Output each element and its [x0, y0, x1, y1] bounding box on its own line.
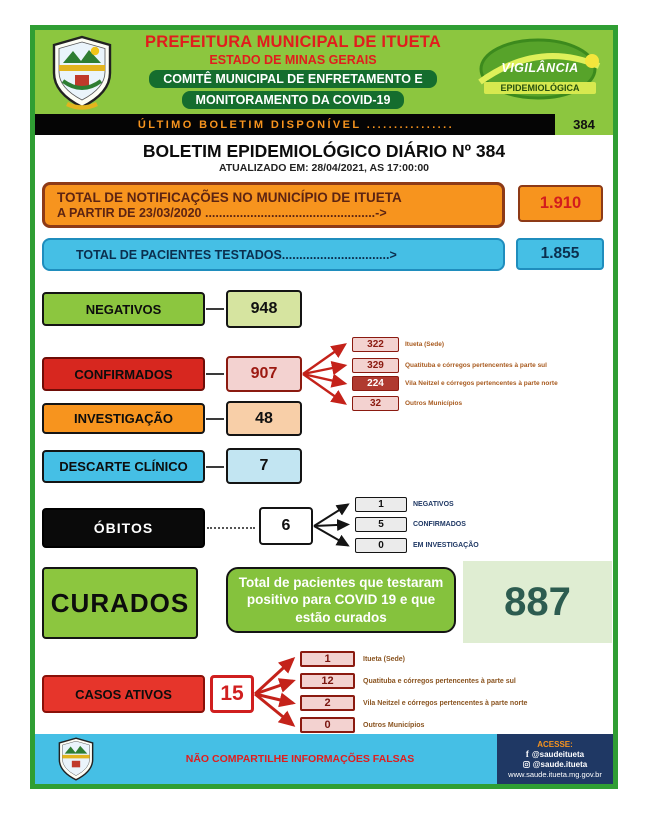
bulletin-frame: PREFEITURA MUNICIPAL DE ITUETA ESTADO DE… [30, 25, 618, 789]
last-bulletin-number: 384 [555, 114, 613, 135]
confirmados-fan-arrows [302, 343, 348, 405]
footer-warning: NÃO COMPARTILHE INFORMAÇÕES FALSAS [185, 753, 415, 765]
obitos-breakdown-value: 5 [355, 517, 407, 532]
facebook-handle: @saudeitueta [531, 749, 585, 759]
casos-ativos-breakdown-value: 2 [300, 695, 355, 711]
vigilancia-logo: VIGILÂNCIA EPIDEMIOLÓGICA [473, 32, 607, 112]
instagram-icon [522, 760, 530, 768]
casos-ativos-breakdown-label: Quatituba e córregos pertencentes à part… [363, 678, 516, 685]
facebook-icon: f [525, 748, 529, 759]
obitos-fan-arrows [313, 503, 350, 547]
confirmados-breakdown-label: Outros Municípios [405, 400, 463, 407]
casos-ativos-breakdown-value: 1 [300, 651, 355, 667]
header-center: PREFEITURA MUNICIPAL DE ITUETA ESTADO DE… [119, 33, 467, 109]
tested-bar: TOTAL DE PACIENTES TESTADOS.............… [42, 238, 505, 271]
investigacao-label-box: INVESTIGAÇÃO [42, 403, 205, 434]
footer: NÃO COMPARTILHE INFORMAÇÕES FALSAS ACESS… [35, 734, 613, 784]
bulletin-updated: ATUALIZADO EM: 28/04/2021, AS 17:00:00 [218, 162, 430, 174]
header: PREFEITURA MUNICIPAL DE ITUETA ESTADO DE… [35, 30, 613, 114]
confirmados-breakdown-label: Quatituba e córregos pertencentes à part… [405, 362, 547, 369]
descarte-clinico-connector [206, 466, 224, 468]
obitos-breakdown-label: CONFIRMADOS [413, 521, 466, 528]
confirmados-breakdown-value: 322 [352, 337, 399, 352]
casos-ativos-breakdown-label: Vila Neitzel e córregos pertencentes à p… [363, 700, 528, 707]
footer-coat-of-arms-icon [57, 737, 95, 781]
confirmados-value-box: 907 [226, 356, 302, 392]
instagram-row: @saude.itueta [522, 759, 588, 769]
vigilancia-title: VIGILÂNCIA [501, 61, 579, 75]
negativos-value-box: 948 [226, 290, 302, 328]
confirmados-label-box: CONFIRMADOS [42, 357, 205, 391]
header-title: PREFEITURA MUNICIPAL DE ITUETA [145, 33, 441, 51]
website-url: www.saude.itueta.mg.gov.br [508, 769, 602, 779]
casos-ativos-value-box: 15 [210, 675, 254, 713]
committee-banner-line1: COMITÊ MUNICIPAL DE ENFRETAMENTO E [149, 70, 437, 88]
access-label: ACESSE: [537, 739, 573, 749]
confirmados-breakdown-value: 32 [352, 396, 399, 411]
confirmados-breakdown-value: 224 [352, 376, 399, 391]
confirmados-breakdown-value: 329 [352, 358, 399, 373]
obitos-breakdown-label: NEGATIVOS [413, 501, 454, 508]
curados-value-panel: 887 [463, 561, 612, 643]
casos-ativos-breakdown-value: 0 [300, 717, 355, 733]
confirmados-connector [206, 373, 224, 375]
facebook-row: f @saudeitueta [525, 748, 585, 759]
municipal-coat-of-arms-icon [51, 34, 113, 110]
obitos-breakdown-value: 1 [355, 497, 407, 512]
casos-ativos-breakdown-value: 12 [300, 673, 355, 689]
confirmados-breakdown-label: Vila Neitzel e córregos pertencentes à p… [405, 380, 558, 387]
vigilancia-subtitle: EPIDEMIOLÓGICA [483, 82, 597, 94]
descarte-clinico-value-box: 7 [226, 448, 302, 484]
negativos-connector [206, 308, 224, 310]
obitos-breakdown-value: 0 [355, 538, 407, 553]
obitos-connector [207, 527, 255, 529]
header-subtitle: ESTADO DE MINAS GERAIS [209, 53, 377, 67]
last-bulletin-label: ÚLTIMO BOLETIM DISPONÍVEL ..............… [137, 118, 455, 131]
footer-social-box: ACESSE: f @saudeitueta @saude.itueta www… [497, 734, 613, 784]
notifications-label-line2: A PARTIR DE 23/03/2020 .................… [57, 206, 387, 220]
bulletin-title: BOLETIM EPIDEMIOLÓGICO DIÁRIO Nº 384 [142, 141, 506, 161]
casos-ativos-breakdown-label: Itueta (Sede) [363, 656, 406, 663]
last-bulletin-bar: ÚLTIMO BOLETIM DISPONÍVEL ..............… [35, 114, 613, 135]
confirmados-breakdown-label: Itueta (Sede) [405, 341, 445, 348]
investigacao-connector [206, 418, 224, 420]
curados-value: 887 [504, 579, 571, 624]
casos-ativos-fan-arrows [254, 656, 296, 727]
obitos-value-box: 6 [259, 507, 313, 545]
obitos-breakdown-label: EM INVESTIGAÇÃO [413, 542, 479, 549]
investigacao-value-box: 48 [226, 401, 302, 436]
notifications-label-line1: TOTAL DE NOTIFICAÇÕES NO MUNICÍPIO DE IT… [57, 190, 402, 205]
curados-description-box: Total de pacientes que testaram positivo… [226, 567, 456, 633]
negativos-label-box: NEGATIVOS [42, 292, 205, 326]
casos-ativos-breakdown-label: Outros Municípios [363, 722, 425, 729]
tested-label: TOTAL DE PACIENTES TESTADOS.............… [76, 247, 397, 262]
notifications-bar: TOTAL DE NOTIFICAÇÕES NO MUNICÍPIO DE IT… [42, 182, 505, 228]
committee-banner-line2: MONITORAMENTO DA COVID-19 [181, 91, 405, 109]
casos-ativos-label-box: CASOS ATIVOS [42, 675, 205, 713]
obitos-label-box: ÓBITOS [42, 508, 205, 548]
instagram-handle: @saude.itueta [532, 759, 588, 769]
curados-label-box: CURADOS [42, 567, 198, 639]
notifications-value: 1.910 [518, 185, 603, 222]
descarte-clinico-label-box: DESCARTE CLÍNICO [42, 450, 205, 483]
tested-value: 1.855 [516, 238, 604, 270]
